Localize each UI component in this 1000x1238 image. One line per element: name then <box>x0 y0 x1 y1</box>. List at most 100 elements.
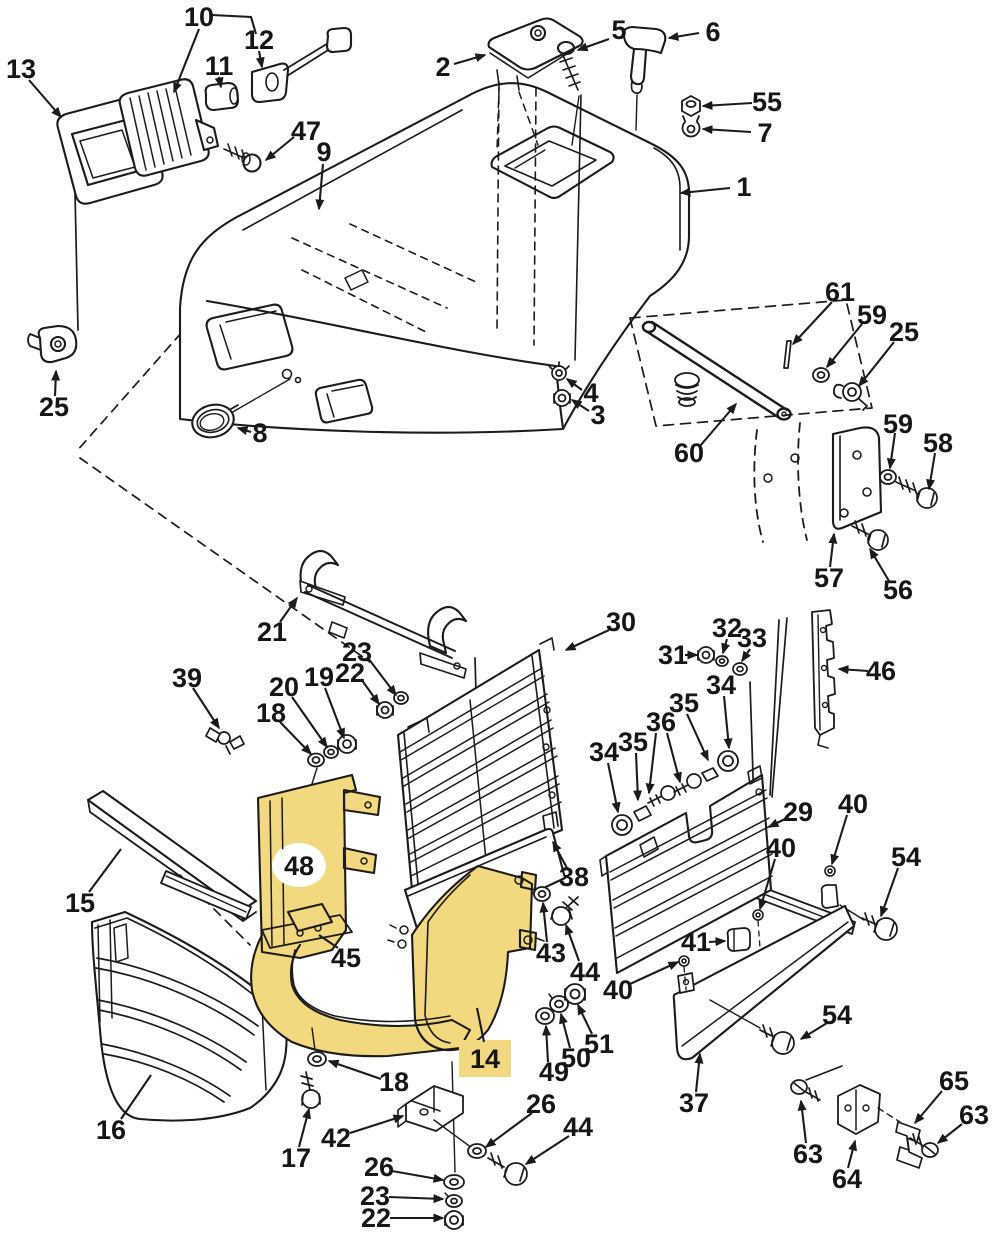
alignment-lines <box>74 191 843 1081</box>
svg-text:26: 26 <box>364 1152 394 1182</box>
part-label-23-25: 23 <box>342 637 397 697</box>
pin-61 <box>783 340 792 369</box>
svg-text:33: 33 <box>737 623 767 653</box>
part-label-40-43: 40 <box>758 833 796 911</box>
plate-45 <box>286 902 334 933</box>
screw-63-right <box>909 1133 939 1158</box>
part-label-59-18: 59 <box>883 409 913 470</box>
latch-25-left <box>27 324 78 364</box>
washer-43 <box>533 886 551 902</box>
svg-text:4: 4 <box>583 378 598 408</box>
bolt-54-lower <box>759 1024 795 1055</box>
strip-46 <box>811 609 836 749</box>
part-label-12-1: 12 <box>244 25 274 69</box>
part-label-18-60: 18 <box>327 1059 409 1097</box>
svg-text:59: 59 <box>883 409 913 439</box>
bumper-16 <box>90 910 288 1122</box>
svg-text:47: 47 <box>291 116 321 146</box>
emblem-8 <box>191 403 239 439</box>
part-label-60-17: 60 <box>674 402 737 468</box>
part-label-47-4: 47 <box>264 116 321 161</box>
svg-text:25: 25 <box>39 392 69 422</box>
svg-text:35: 35 <box>669 688 699 718</box>
nut-22-bottom <box>444 1210 464 1230</box>
part-label-65-70: 65 <box>914 1066 969 1125</box>
part-label-54-67: 54 <box>799 1000 852 1040</box>
bracket-21 <box>299 549 468 679</box>
svg-text:25: 25 <box>889 317 919 347</box>
lockwasher-23-bottom <box>444 1192 463 1208</box>
part-label-34-39: 34 <box>589 737 621 814</box>
svg-text:45: 45 <box>331 943 361 973</box>
part-label-19-30: 19 <box>304 662 345 740</box>
part-label-44-58: 44 <box>524 1112 593 1165</box>
svg-text:54: 54 <box>891 842 921 872</box>
part-label-7-10: 7 <box>701 118 773 148</box>
svg-text:1: 1 <box>736 172 751 202</box>
svg-text:10: 10 <box>184 2 214 32</box>
part-label-31-32: 31 <box>658 640 699 670</box>
part-label-51-56: 51 <box>577 1003 614 1059</box>
svg-text:31: 31 <box>658 640 688 670</box>
washer-20 <box>323 745 339 759</box>
bolt-54-upper <box>861 912 898 941</box>
svg-text:8: 8 <box>252 418 267 448</box>
bolt-44-upper <box>550 896 579 926</box>
part-label-4-15: 4 <box>565 378 599 408</box>
part-label-29-41: 29 <box>767 797 813 828</box>
svg-text:40: 40 <box>838 789 868 819</box>
part-label-42-62: 42 <box>321 1114 405 1153</box>
bracket-42 <box>397 1085 473 1149</box>
knob-6 <box>622 25 667 131</box>
ring-49 <box>535 1007 555 1025</box>
part-label-49-54: 49 <box>539 1024 569 1087</box>
part-label-46-40: 46 <box>837 656 896 686</box>
svg-text:5: 5 <box>611 15 626 45</box>
part-label-57-20: 57 <box>814 532 844 593</box>
part-label-56-21: 56 <box>869 547 913 605</box>
svg-text:50: 50 <box>561 1043 591 1073</box>
part-label-18-31: 18 <box>256 698 313 756</box>
hood-hidden-lines <box>291 223 477 334</box>
svg-text:58: 58 <box>923 428 953 458</box>
svg-text:2: 2 <box>435 52 450 82</box>
svg-text:29: 29 <box>783 797 813 827</box>
svg-text:19: 19 <box>304 662 334 692</box>
svg-text:15: 15 <box>65 888 95 918</box>
svg-text:6: 6 <box>705 17 720 47</box>
screw-5 <box>556 40 581 146</box>
nut-51 <box>564 983 586 1005</box>
console-opening <box>490 125 615 200</box>
svg-text:44: 44 <box>563 1112 593 1142</box>
part-label-13-3: 13 <box>6 54 62 119</box>
part-label-20-29: 20 <box>269 672 328 749</box>
bolts-36 <box>647 773 702 807</box>
washer-26-bottom <box>443 1174 465 1190</box>
part-label-9-5: 9 <box>315 137 332 211</box>
part-label-11-2: 11 <box>205 51 233 89</box>
part-label-32-33: 32 <box>712 613 742 655</box>
washer-26-mid <box>467 1143 487 1159</box>
nut-3 <box>553 389 571 407</box>
part-label-54-46: 54 <box>879 842 921 918</box>
panel-37 <box>672 904 856 1061</box>
svg-text:7: 7 <box>757 118 772 148</box>
beam-15 <box>86 789 258 922</box>
svg-text:63: 63 <box>959 1100 989 1130</box>
svg-text:37: 37 <box>679 1088 709 1118</box>
bulb-11 <box>204 81 240 112</box>
svg-text:20: 20 <box>269 672 299 702</box>
part-label-55-9: 55 <box>701 87 782 117</box>
washer-18-lower <box>307 1027 327 1067</box>
part-label-39-28: 39 <box>172 663 220 730</box>
svg-text:51: 51 <box>584 1029 614 1059</box>
part-label-23-64: 23 <box>360 1181 445 1211</box>
svg-text:54: 54 <box>822 1000 852 1030</box>
part-label-35-36: 35 <box>669 688 709 762</box>
part-label-63-68: 63 <box>793 1099 823 1169</box>
nut-19 <box>337 734 357 754</box>
washer-4 <box>548 361 570 381</box>
